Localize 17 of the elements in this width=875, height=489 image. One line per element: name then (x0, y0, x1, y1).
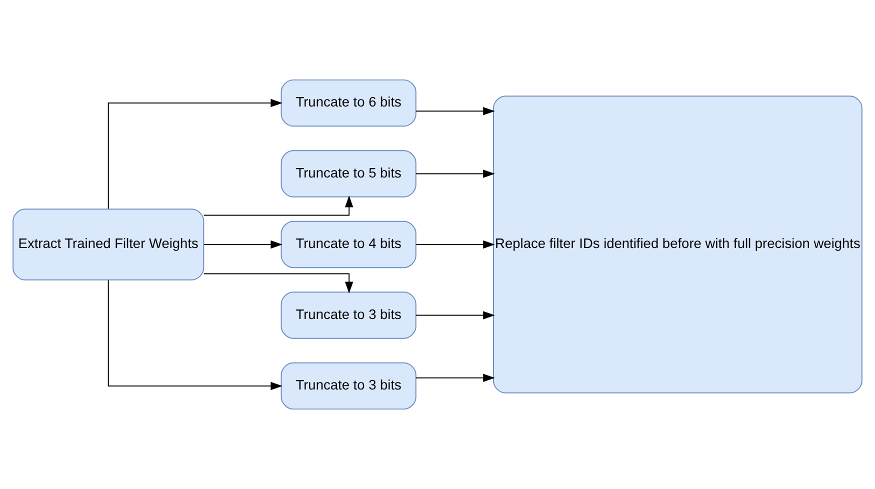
arrow (108, 98, 283, 210)
node-box: Truncate to 5 bits (280, 150, 416, 198)
node-box: Truncate to 3 bits (280, 292, 416, 339)
arrow (203, 195, 354, 216)
arrow (416, 374, 495, 382)
arrow (416, 170, 495, 178)
arrow (416, 311, 495, 320)
node-box: Extract Trained Filter Weights (12, 208, 204, 280)
arrow (416, 240, 495, 249)
node-box: Truncate to 6 bits (280, 79, 416, 127)
node-box: Replace filter IDs identified before with full precision weights (493, 96, 862, 394)
node-box: Truncate to 3 bits (280, 362, 416, 410)
arrow (108, 280, 283, 390)
arrow (204, 240, 282, 249)
arrow (203, 273, 354, 294)
node-box: Truncate to 4 bits (280, 220, 416, 268)
arrow (416, 107, 495, 116)
